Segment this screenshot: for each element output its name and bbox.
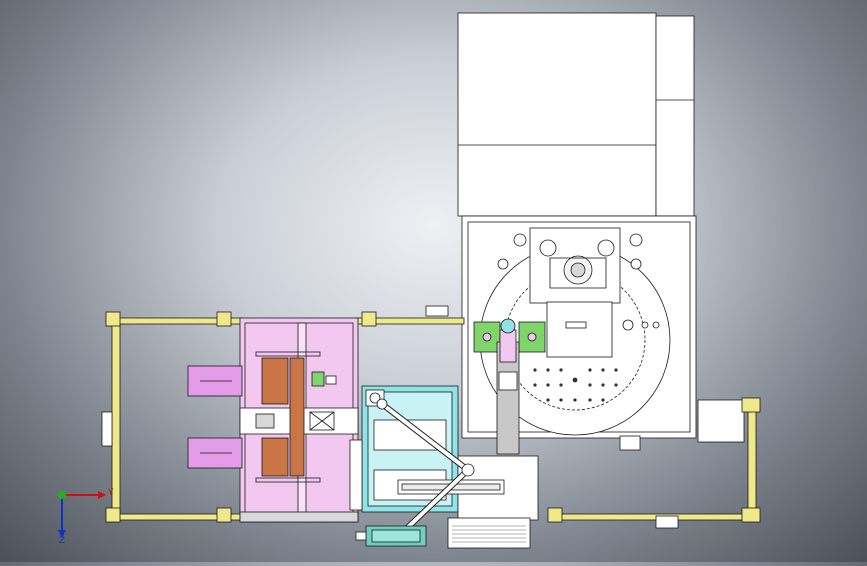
machine-housing: [457, 12, 695, 217]
teal-gripper: [355, 525, 427, 547]
y-axis-label: Y: [108, 488, 114, 498]
z-axis-label: Z: [59, 536, 66, 546]
robot-arm: [376, 398, 475, 533]
axis-origin: [58, 491, 66, 499]
right-yellow-frame: [547, 397, 761, 529]
green-clamp-right: [518, 321, 546, 353]
robot-column: [496, 318, 520, 455]
axis-triad-graphic: [58, 491, 106, 538]
left-yellow-frame: [101, 311, 243, 523]
middle-yellow-frame: [355, 305, 465, 327]
pink-workstation: [239, 317, 359, 523]
z-axis-arrowhead: [58, 530, 66, 538]
green-clamp-left: [473, 321, 501, 353]
violet-feeder-bottom: [187, 437, 243, 469]
violet-feeder-top: [187, 365, 243, 397]
side-block: [697, 399, 745, 443]
y-axis-arrowhead: [98, 491, 106, 499]
axis-triad: Y Z: [50, 480, 120, 550]
